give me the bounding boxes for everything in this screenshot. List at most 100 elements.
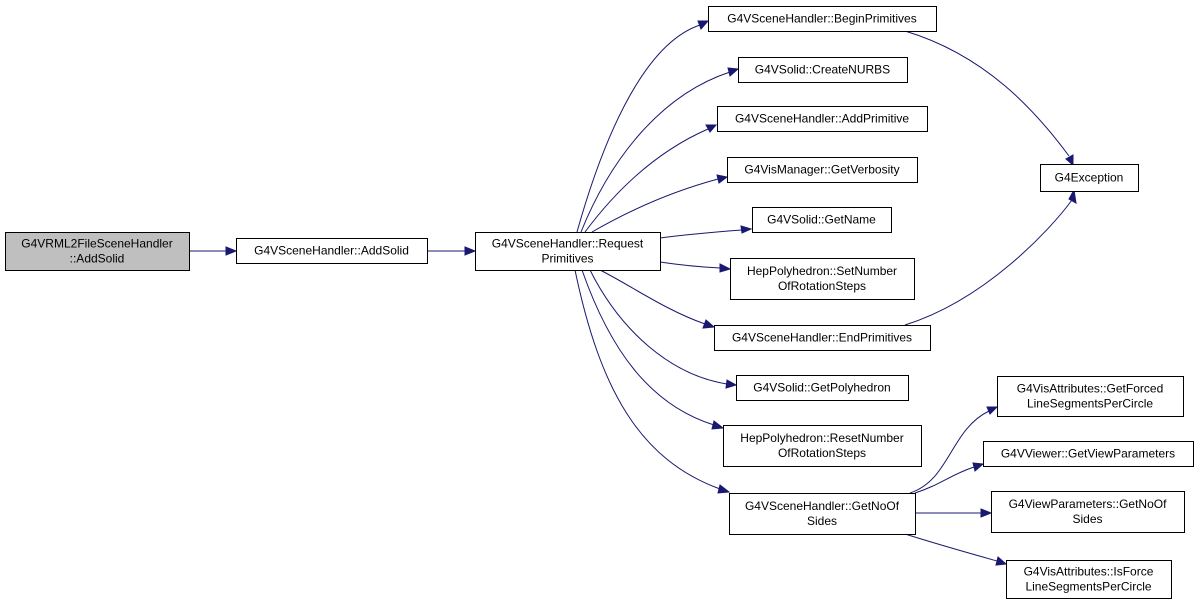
node-label-line: G4VSceneHandler::GetNoOf	[745, 499, 900, 513]
node-box[interactable]	[997, 376, 1184, 417]
node-box[interactable]	[983, 441, 1194, 467]
node-box[interactable]	[1006, 560, 1172, 599]
node-box[interactable]	[727, 157, 918, 183]
node-label-line: G4VRML2FileSceneHandler	[21, 237, 172, 251]
edge-requestprim-to-endprim	[599, 269, 716, 329]
arrowhead	[725, 379, 738, 389]
node-box[interactable]	[736, 375, 909, 401]
node-g4exception[interactable]: G4Exception	[1040, 164, 1139, 192]
edge-getnoofsides-to-getforced	[909, 406, 999, 494]
arrowhead	[980, 508, 993, 518]
node-resetnumber[interactable]: HepPolyhedron::ResetNumberOfRotationStep…	[723, 425, 922, 467]
edge-line	[589, 269, 728, 385]
arrowhead	[705, 124, 718, 133]
node-label-line: OfRotationSteps	[778, 446, 866, 460]
arrowhead	[225, 246, 238, 256]
edge-line	[580, 71, 731, 233]
node-beginprim[interactable]: G4VSceneHandler::BeginPrimitives	[708, 6, 937, 32]
node-label-line: G4VisAttributes::IsForce	[1024, 565, 1154, 579]
node-box[interactable]	[714, 325, 931, 351]
edge-line	[914, 466, 975, 494]
edge-requestprim-to-getverbosity	[591, 174, 729, 233]
node-label-line: G4VSolid::GetPolyhedron	[753, 381, 890, 395]
edge-line	[904, 30, 1070, 157]
node-label-line: Sides	[807, 514, 837, 528]
node-label-line: G4VSolid::CreateNURBS	[755, 63, 890, 77]
node-box[interactable]	[475, 232, 661, 271]
edge-requestprim-to-beginprim	[576, 20, 710, 233]
arrowhead	[711, 420, 725, 430]
arrowhead	[986, 406, 999, 415]
edge-line	[576, 24, 701, 233]
arrowhead	[1065, 154, 1074, 167]
edge-getnoofsides-to-isforce	[904, 533, 1008, 566]
node-getforced[interactable]: G4VisAttributes::GetForcedLineSegmentsPe…	[997, 376, 1184, 417]
arrowhead	[740, 225, 753, 234]
node-box[interactable]	[723, 425, 922, 467]
edge-line	[599, 269, 706, 325]
edge-line	[659, 261, 721, 269]
node-box[interactable]	[236, 238, 428, 264]
arrowhead	[716, 174, 729, 184]
node-label-line: G4VViewer::GetViewParameters	[1001, 447, 1175, 461]
node-label-line: Sides	[1072, 512, 1102, 526]
node-box[interactable]	[708, 6, 937, 32]
node-label-line: OfRotationSteps	[778, 279, 866, 293]
node-box[interactable]	[717, 106, 928, 132]
edge-line	[659, 229, 743, 239]
edge-getnoofsides-to-vpgetnoofsides	[915, 508, 993, 518]
node-root[interactable]: G4VRML2FileSceneHandler::AddSolid	[5, 232, 190, 271]
node-box[interactable]	[5, 232, 190, 271]
edge-requestprim-to-addprimitive	[584, 124, 718, 233]
edge-endprim-to-g4exception	[904, 188, 1077, 326]
edges-layer	[189, 20, 1077, 566]
node-label-line: LineSegmentsPerCircle	[1025, 580, 1151, 594]
edge-requestprim-to-setnumber	[659, 261, 732, 273]
node-label-line: G4VSceneHandler::Request	[492, 237, 644, 251]
node-label-line: HepPolyhedron::ResetNumber	[740, 431, 903, 445]
node-getverbosity[interactable]: G4VisManager::GetVerbosity	[727, 157, 918, 183]
arrowhead	[702, 319, 716, 329]
node-label-line: G4Exception	[1055, 171, 1124, 185]
edge-line	[581, 269, 715, 426]
node-box[interactable]	[729, 493, 916, 535]
node-label-line: G4VSceneHandler::AddSolid	[254, 244, 409, 258]
edge-line	[904, 199, 1073, 326]
node-box[interactable]	[752, 207, 892, 233]
arrowhead	[464, 246, 477, 256]
edge-requestprim-to-resetnumber	[581, 269, 725, 430]
edge-addsolid-to-requestprim	[427, 246, 477, 256]
arrowhead	[717, 484, 731, 494]
node-endprim[interactable]: G4VSceneHandler::EndPrimitives	[714, 325, 931, 351]
arrowhead	[697, 20, 710, 30]
node-addprimitive[interactable]: G4VSceneHandler::AddPrimitive	[717, 106, 928, 132]
node-box[interactable]	[730, 258, 915, 300]
node-box[interactable]	[1040, 164, 1139, 192]
node-createnurbs[interactable]: G4VSolid::CreateNURBS	[738, 57, 908, 83]
arrowhead	[719, 263, 732, 273]
edge-requestprim-to-getpolyhedron	[589, 269, 738, 389]
node-label-line: Primitives	[541, 252, 593, 266]
node-isforce[interactable]: G4VisAttributes::IsForceLineSegmentsPerC…	[1006, 560, 1172, 599]
edge-beginprim-to-g4exception	[904, 30, 1074, 167]
node-getpolyhedron[interactable]: G4VSolid::GetPolyhedron	[736, 375, 909, 401]
arrowhead	[972, 462, 985, 472]
node-label-line: G4VSceneHandler::BeginPrimitives	[727, 12, 916, 26]
node-box[interactable]	[738, 57, 908, 83]
edge-line	[591, 178, 719, 233]
edge-line	[909, 410, 990, 494]
node-label-line: G4ViewParameters::GetNoOf	[1009, 497, 1168, 511]
arrowhead	[1068, 188, 1077, 204]
edge-getnoofsides-to-getviewparams	[914, 462, 985, 494]
node-label-line: ::AddSolid	[70, 252, 125, 266]
node-addsolid[interactable]: G4VSceneHandler::AddSolid	[236, 238, 428, 264]
node-getname[interactable]: G4VSolid::GetName	[752, 207, 892, 233]
node-box[interactable]	[991, 491, 1185, 533]
node-label-line: LineSegmentsPerCircle	[1027, 397, 1153, 411]
arrowhead	[727, 67, 740, 77]
node-getviewparams[interactable]: G4VViewer::GetViewParameters	[983, 441, 1194, 467]
